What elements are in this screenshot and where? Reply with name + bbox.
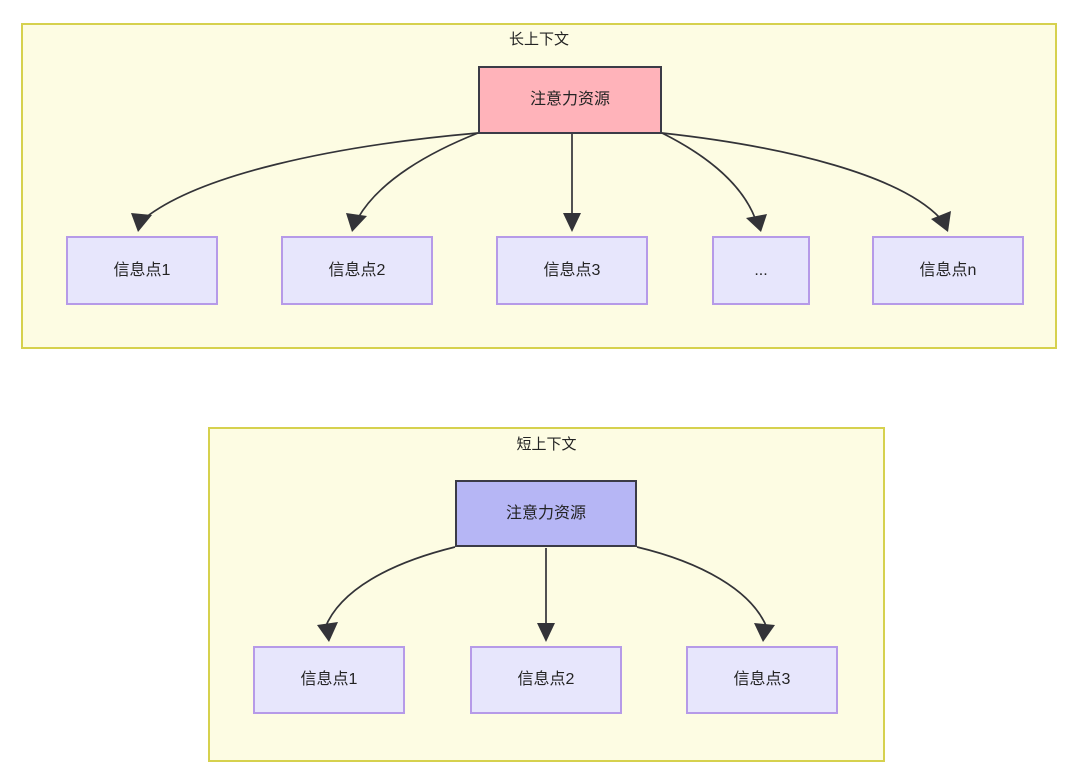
node-label: 信息点3: [733, 671, 791, 688]
node-attention-resource-short[interactable]: 注意力资源: [455, 480, 637, 547]
group-short-context-title: 短上下文: [516, 436, 577, 453]
node-info-point-long-2[interactable]: 信息点2: [281, 236, 433, 305]
node-info-point-short-3[interactable]: 信息点3: [686, 646, 838, 714]
node-label: ...: [754, 261, 768, 279]
node-label: 信息点3: [543, 261, 601, 279]
node-info-point-long-ellipsis[interactable]: ...: [712, 236, 810, 305]
node-label: 注意力资源: [505, 504, 586, 522]
node-label: 信息点1: [300, 671, 358, 688]
node-label: 信息点2: [517, 671, 575, 688]
group-long-context-title: 长上下文: [508, 31, 569, 48]
node-label: 信息点2: [328, 261, 386, 279]
node-label: 信息点n: [919, 261, 977, 279]
node-info-point-short-2[interactable]: 信息点2: [470, 646, 622, 714]
node-info-point-long-1[interactable]: 信息点1: [66, 236, 218, 305]
node-info-point-long-3[interactable]: 信息点3: [496, 236, 648, 305]
node-label: 信息点1: [113, 261, 171, 279]
node-attention-resource-long[interactable]: 注意力资源: [478, 66, 662, 134]
node-info-point-short-1[interactable]: 信息点1: [253, 646, 405, 714]
node-label: 注意力资源: [529, 91, 610, 108]
node-info-point-long-n[interactable]: 信息点n: [872, 236, 1024, 305]
